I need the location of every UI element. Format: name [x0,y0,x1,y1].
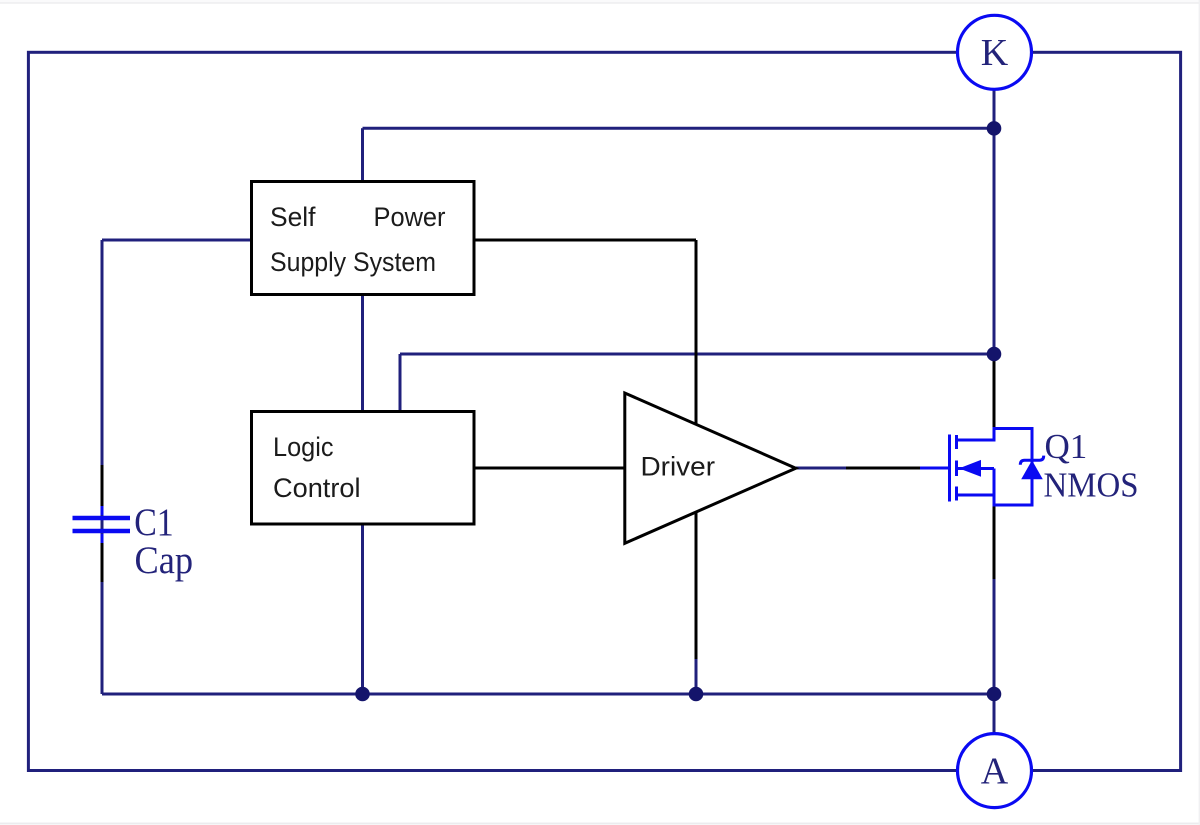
svg-text:Power: Power [374,202,446,232]
svg-text:K: K [981,32,1009,74]
svg-text:Supply System: Supply System [270,247,436,277]
svg-text:Driver: Driver [641,452,716,482]
svg-text:NMOS: NMOS [1044,466,1139,505]
svg-text:Cap: Cap [135,539,194,582]
svg-text:A: A [981,751,1009,793]
svg-text:Logic: Logic [273,432,334,462]
svg-text:Q1: Q1 [1045,427,1088,466]
svg-text:Control: Control [273,473,361,503]
svg-text:Self: Self [270,202,316,232]
svg-text:C1: C1 [134,501,174,544]
